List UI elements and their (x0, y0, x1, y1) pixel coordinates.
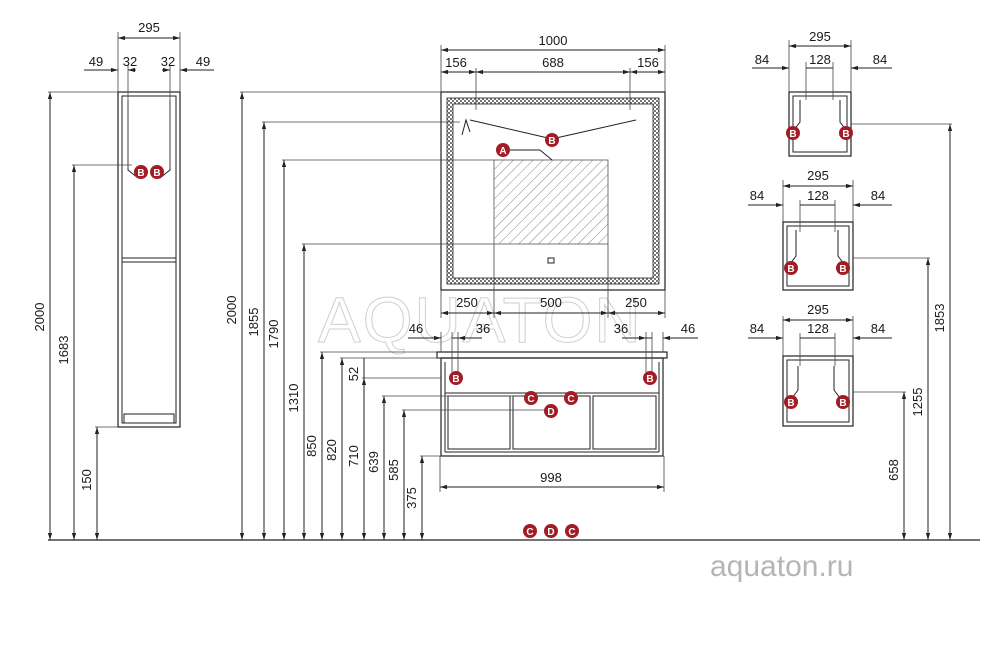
marker-c: C (564, 391, 578, 405)
mirror-margin-left-label: 156 (445, 55, 467, 70)
vanity-height-639-label: 639 (366, 451, 381, 473)
svg-text:B: B (153, 168, 160, 179)
marker-b: B (836, 395, 850, 409)
svg-text:B: B (646, 374, 653, 385)
svg-text:C: C (567, 394, 574, 405)
wall-cabinet-inner-label: 128 (809, 52, 831, 67)
vanity-height-375-label: 375 (404, 487, 419, 509)
column-inner-right-label: 32 (161, 54, 175, 69)
wall-cabinet-top (752, 40, 892, 157)
svg-text:B: B (548, 136, 555, 147)
wall-cabinet-width-label: 295 (809, 29, 831, 44)
mirror-height-panel-label: 1790 (266, 320, 281, 349)
vanity-right-b-label: 46 (681, 321, 695, 336)
marker-b: B (449, 371, 463, 385)
marker-c: C (523, 524, 537, 538)
marker-b: B (784, 261, 798, 275)
watermark-text: AQUATON (318, 284, 643, 356)
svg-text:B: B (839, 264, 846, 275)
vanity-left-b-label: 36 (476, 321, 490, 336)
column-side-right-label: 49 (196, 54, 210, 69)
mirror-inner-width-label: 688 (542, 55, 564, 70)
wall-cabinet-left-label: 84 (750, 188, 764, 203)
column-cabinet (117, 91, 181, 428)
svg-text:B: B (839, 398, 846, 409)
wall-cabinet-bottom (748, 316, 892, 427)
svg-text:D: D (547, 527, 554, 538)
vanity-height-820-label: 820 (324, 439, 339, 461)
marker-b: B (836, 261, 850, 275)
wall-height-1853-label: 1853 (932, 304, 947, 333)
mirror-width-dims (440, 45, 666, 139)
marker-d: D (544, 524, 558, 538)
svg-text:B: B (789, 129, 796, 140)
marker-b: B (839, 126, 853, 140)
svg-text:D: D (547, 407, 554, 418)
vanity-left-a-label: 46 (409, 321, 423, 336)
wall-cabinet-left-label: 84 (750, 321, 764, 336)
shelf-right-label: 250 (625, 295, 647, 310)
marker-c: C (524, 391, 538, 405)
marker-b: B (545, 133, 559, 147)
vanity-height-dims (319, 351, 546, 540)
svg-text:C: C (527, 394, 534, 405)
wall-cabinet-left-label: 84 (755, 52, 769, 67)
marker-d: D (544, 404, 558, 418)
vanity-unit (436, 351, 668, 457)
shelf-left-label: 250 (456, 295, 478, 310)
marker-b: B (643, 371, 657, 385)
mirror-margin-right-label: 156 (637, 55, 659, 70)
wall-cabinet-inner-label: 128 (807, 188, 829, 203)
wall-cabinet-inner-label: 128 (807, 321, 829, 336)
svg-text:B: B (842, 129, 849, 140)
svg-text:B: B (787, 398, 794, 409)
marker-b: B (786, 126, 800, 140)
vanity-height-710-label: 710 (346, 445, 361, 467)
led-mirror (440, 91, 666, 291)
column-width-dims (84, 32, 214, 168)
marker-c: C (565, 524, 579, 538)
svg-text:C: C (568, 527, 575, 538)
vanity-right-a-label: 36 (614, 321, 628, 336)
wall-cabinet-right-label: 84 (873, 52, 887, 67)
wall-height-658-label: 658 (886, 459, 901, 481)
wall-cabinet-right-label: 84 (871, 188, 885, 203)
column-height-handles-label: 1683 (56, 336, 71, 365)
vanity-height-585-label: 585 (386, 459, 401, 481)
vanity-top-dims (408, 332, 698, 492)
svg-text:B: B (137, 168, 144, 179)
wall-cabinet-height-dims (851, 123, 953, 540)
marker-b: B (134, 165, 148, 179)
mirror-height-shelf-label: 1310 (286, 384, 301, 413)
column-height-bottom-label: 150 (79, 469, 94, 491)
svg-text:C: C (526, 527, 533, 538)
column-side-left-label: 49 (89, 54, 103, 69)
mirror-height-top-label: 1855 (246, 308, 261, 337)
vanity-height-850-label: 850 (304, 435, 319, 457)
shelf-center-label: 500 (540, 295, 562, 310)
mirror-shelf-dims (440, 244, 666, 318)
vanity-width-label: 998 (540, 470, 562, 485)
wall-height-1255-label: 1255 (910, 388, 925, 417)
column-inner-left-label: 32 (123, 54, 137, 69)
mirror-height-dims (239, 91, 494, 540)
wall-cabinet-right-label: 84 (871, 321, 885, 336)
site-url: aquaton.ru (710, 550, 853, 583)
marker-a: A (496, 143, 510, 157)
wall-cabinet-width-label: 295 (807, 302, 829, 317)
vanity-top-gap-label: 52 (346, 367, 361, 381)
svg-text:B: B (452, 374, 459, 385)
column-width-label: 295 (138, 20, 160, 35)
wall-cabinet-width-label: 295 (807, 168, 829, 183)
svg-text:A: A (499, 146, 506, 157)
mirror-height-total-label: 2000 (224, 296, 239, 325)
marker-b: B (150, 165, 164, 179)
mirror-width-label: 1000 (539, 33, 568, 48)
svg-text:B: B (787, 264, 794, 275)
column-height-total-label: 2000 (32, 303, 47, 332)
marker-b: B (784, 395, 798, 409)
column-height-dims (47, 91, 132, 540)
